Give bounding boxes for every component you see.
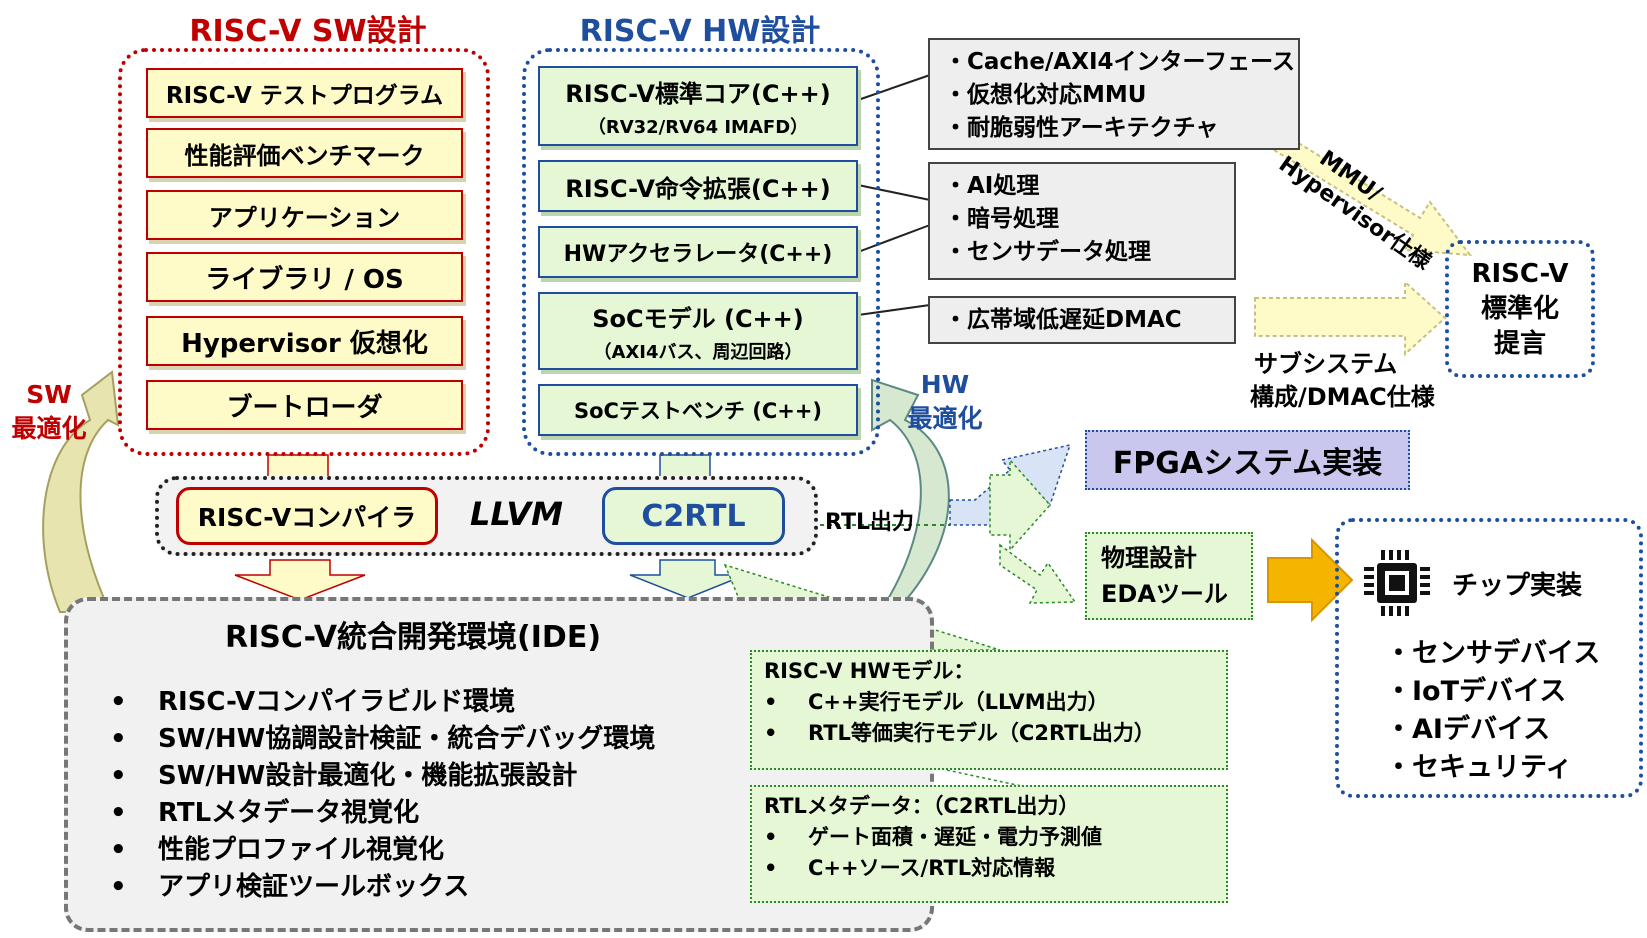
rtl-output-label: RTL出力: [825, 510, 914, 535]
accel-feature-sensor: ・センサデータ処理: [944, 239, 1151, 265]
sw-item-library-os: ライブラリ / OS: [146, 252, 463, 302]
physical-line1: 物理設計: [1101, 544, 1197, 572]
core-features-callout: ・Cache/AXI4インターフェース ・仮想化対応MMU ・耐脆弱性アーキテク…: [928, 38, 1300, 150]
hw-design-group: [522, 48, 880, 456]
hw-model-item-rtl: •RTL等価実行モデル（C2RTL出力）: [764, 721, 1155, 745]
hw-item-soc-testbench: SoCテストベンチ (C++): [538, 384, 858, 436]
hw-model-item-cpp: •C++実行モデル（LLVM出力）: [764, 690, 1109, 714]
sw-optimization-arrow: [42, 370, 120, 613]
ide-item-optimization: •SW/HW設計最適化・機能拡張設計: [110, 761, 578, 791]
to-fpga-main-arrow: [989, 458, 1052, 552]
sw-opt-line1: SW: [26, 380, 72, 409]
rtl-meta-title: RTLメタデータ：（C2RTL出力）: [764, 794, 1080, 818]
sw-optimization-label: SW 最適化: [4, 378, 94, 446]
hw-opt-line1: HW: [920, 370, 970, 399]
core-feature-mmu: ・仮想化対応MMU: [944, 82, 1147, 108]
rtl-metadata-box: RTLメタデータ：（C2RTL出力） •ゲート面積・遅延・電力予測値 •C++ソ…: [750, 785, 1228, 903]
soc-model-sub: （AXI4バス、周辺回路）: [593, 341, 803, 363]
llvm-label: LLVM: [470, 495, 563, 533]
ide-item-compiler-build: •RISC-Vコンパイラビルド環境: [110, 687, 516, 717]
chip-item-ai: ・AIデバイス: [1385, 714, 1551, 745]
hw-item-accelerator: HWアクセラレータ(C++): [538, 226, 858, 278]
ide-item-rtl-meta-viz: •RTLメタデータ視覚化: [110, 798, 420, 828]
physical-line2: EDAツール: [1101, 580, 1228, 608]
fpga-implementation-box: FPGAシステム実装: [1085, 430, 1410, 490]
std-line2: 標準化: [1480, 293, 1559, 324]
soc-features-callout: ・広帯域低遅延DMAC: [928, 296, 1236, 344]
sw-design-group: [118, 48, 490, 456]
chip-implementation-title: チップ実装: [1452, 571, 1583, 601]
sw-design-title: RISC-V SW設計: [189, 14, 427, 49]
standard-core-sub: （RV32/RV64 IMAFD）: [587, 116, 809, 138]
hw-item-soc-model: SoCモデル (C++) （AXI4バス、周辺回路）: [538, 292, 858, 370]
sw-opt-line2: 最適化: [11, 414, 87, 443]
accel-feature-crypto: ・暗号処理: [944, 206, 1059, 232]
soc-feature-dmac: ・広帯域低遅延DMAC: [944, 307, 1182, 333]
subsystem-arrow: [1254, 279, 1447, 357]
chip-item-sensor: ・センサデバイス: [1385, 638, 1601, 669]
hw-opt-line2: 最適化: [907, 404, 983, 433]
chip-item-iot: ・IoTデバイス: [1385, 676, 1567, 707]
ide-item-app-toolbox: •アプリ検証ツールボックス: [110, 872, 470, 902]
physical-to-chip-arrow: [1267, 537, 1354, 623]
sw-item-test-program: RISC-V テストプログラム: [146, 68, 463, 118]
c2rtl-to-ide-arrow: [629, 559, 746, 599]
hw-design-title: RISC-V HW設計: [579, 14, 821, 49]
risc-v-compiler: RISC-Vコンパイラ: [176, 487, 438, 545]
accel-features-callout: ・AI処理 ・暗号処理 ・センサデータ処理: [928, 162, 1236, 280]
sw-item-application: アプリケーション: [146, 190, 463, 240]
hw-item-isa-extension: RISC-V命令拡張(C++): [538, 160, 858, 212]
hw-optimization-label: HW 最適化: [890, 368, 1000, 436]
chip-device-list: ・センサデバイス ・IoTデバイス ・AIデバイス ・セキュリティ: [1385, 635, 1600, 787]
soc-callout-line: [857, 304, 931, 316]
soc-model-label: SoCモデル (C++): [592, 304, 804, 333]
chip-item-security: ・セキュリティ: [1385, 752, 1573, 783]
c2rtl-tool: C2RTL: [602, 487, 785, 545]
core-callout-line: [857, 74, 931, 101]
ide-item-cosim-debug: •SW/HW協調設計検証・統合デバッグ環境: [110, 724, 656, 754]
rtl-meta-item-gate: •ゲート面積・遅延・電力予測値: [764, 825, 1102, 849]
subsystem-label-line1: サブシステム: [1254, 350, 1398, 378]
sw-item-hypervisor: Hypervisor 仮想化: [146, 316, 463, 366]
ext-callout-line: [857, 184, 931, 201]
chip-icon: [1364, 550, 1430, 616]
standard-core-label: RISC-V標準コア(C++): [565, 79, 831, 108]
hw-optimization-arrow: [871, 378, 950, 613]
rtl-meta-item-mapping: •C++ソース/RTL対応情報: [764, 856, 1056, 880]
compiler-to-ide-arrow: [234, 559, 366, 601]
ide-title: RISC-V統合開発環境(IDE): [225, 620, 602, 655]
physical-design-box: 物理設計 EDAツール: [1085, 532, 1253, 620]
sw-item-bootloader: ブートローダ: [146, 380, 463, 430]
standardization-box: RISC-V 標準化 提言: [1445, 240, 1595, 378]
ide-feature-list: •RISC-Vコンパイラビルド環境 •SW/HW協調設計検証・統合デバッグ環境 …: [110, 684, 655, 906]
sw-item-benchmark: 性能評価ベンチマーク: [146, 128, 463, 178]
hw-model-box: RISC-V HWモデル： •C++実行モデル（LLVM出力） •RTL等価実行…: [750, 650, 1228, 770]
hw-model-title: RISC-V HWモデル：: [764, 659, 975, 683]
accel-feature-ai: ・AI処理: [944, 173, 1040, 199]
accel-callout-line: [857, 224, 931, 253]
core-feature-cache: ・Cache/AXI4インターフェース: [944, 49, 1295, 75]
hw-item-standard-core: RISC-V標準コア(C++) （RV32/RV64 IMAFD）: [538, 66, 858, 146]
std-line3: 提言: [1493, 328, 1546, 359]
subsystem-label-line2: 構成/DMAC仕様: [1250, 383, 1435, 411]
chip-implementation-box: [1335, 518, 1643, 798]
std-line1: RISC-V: [1471, 258, 1569, 289]
ide-item-profile-viz: •性能プロファイル視覚化: [110, 835, 445, 865]
subsystem-label: サブシステム 構成/DMAC仕様: [1250, 348, 1435, 414]
physical-branch-arrow: [999, 543, 1077, 604]
core-feature-security: ・耐脆弱性アーキテクチャ: [944, 115, 1219, 141]
